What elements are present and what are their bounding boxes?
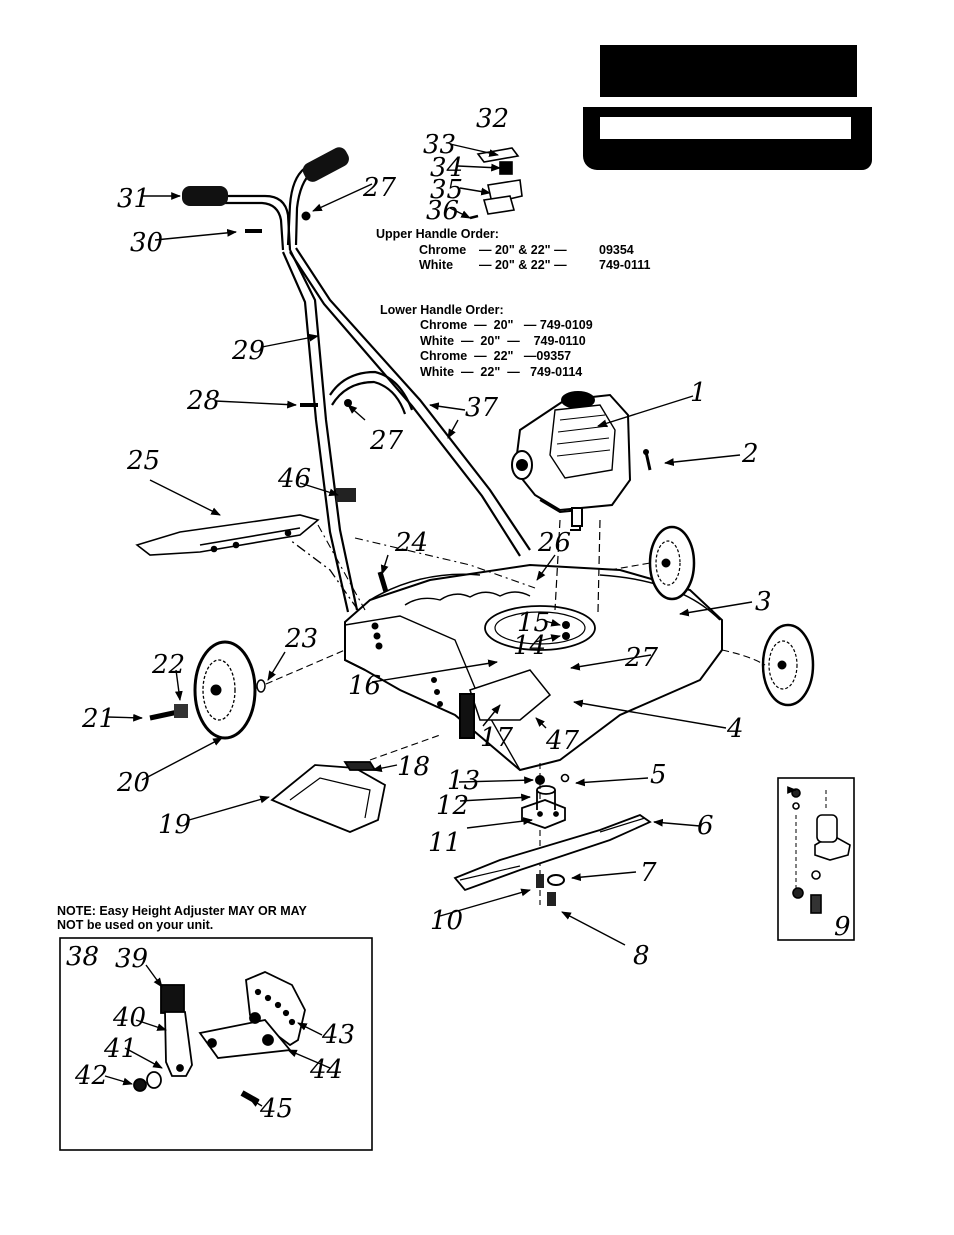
label-27-mid: 27	[370, 426, 404, 456]
label-17: 17	[480, 723, 514, 753]
left-grip	[182, 186, 228, 206]
engine	[511, 391, 632, 531]
header-title-bar	[600, 45, 857, 97]
label-2: 2	[742, 439, 759, 469]
nut-27-upper	[301, 211, 311, 221]
label-30: 30	[130, 228, 164, 258]
leader-arrows	[104, 143, 797, 1107]
bolt-21	[149, 709, 179, 721]
spring-24	[377, 571, 389, 593]
label-7: 7	[640, 858, 657, 888]
label-15: 15	[517, 608, 551, 638]
rear-deflector-25	[135, 514, 320, 556]
upper-handle-heading: Upper Handle Order:	[376, 227, 499, 241]
label-40: 40	[113, 1003, 147, 1033]
label-32: 32	[476, 104, 510, 134]
blade	[453, 813, 652, 892]
lower-handle-line-1: Chrome — 20" — 749-0109	[420, 318, 593, 332]
label-37: 37	[465, 393, 499, 423]
label-5: 5	[650, 760, 667, 790]
label-39: 39	[115, 944, 149, 974]
front-deflector-19	[270, 761, 387, 833]
upper-handle-chrome-size: — 20" & 22" —	[479, 242, 567, 257]
note-height-adjuster: NOTE: Easy Height Adjuster MAY OR MAY NO…	[57, 904, 307, 932]
label-1: 1	[690, 378, 707, 408]
label-3: 3	[755, 587, 772, 617]
label-8: 8	[633, 941, 650, 971]
label-47: 47	[546, 726, 580, 756]
header-subtitle-inner	[600, 117, 851, 139]
label-25: 25	[127, 446, 161, 476]
label-46: 46	[278, 464, 312, 494]
label-28: 28	[187, 386, 221, 416]
front-wheel	[193, 640, 257, 740]
mower-deck	[344, 563, 723, 772]
label-26: 26	[538, 528, 572, 558]
rear-wheel-upper	[648, 525, 696, 601]
upper-handle-white-size: — 20" & 22" —	[479, 258, 567, 272]
upper-handle-chrome-part: 09354	[599, 242, 634, 257]
washer-23	[256, 679, 266, 693]
label-16: 16	[348, 671, 382, 701]
inset-box-9	[777, 777, 855, 941]
height-adjuster-parts	[133, 971, 306, 1105]
lower-handle-heading: Lower Handle Order:	[380, 303, 504, 317]
label-6: 6	[697, 811, 714, 841]
label-27-upper: 27	[363, 173, 397, 203]
upper-handle-white-part: 749-0111	[599, 258, 651, 272]
bolt-8	[547, 892, 556, 906]
label-38: 38	[66, 942, 100, 972]
label-19: 19	[158, 810, 192, 840]
throttle-control-kit	[469, 147, 523, 220]
label-34: 34	[430, 153, 464, 183]
lower-handle-order: Lower Handle Order: Chrome — 20" — 749-0…	[380, 303, 640, 383]
blade-adapter	[521, 785, 566, 829]
label-13: 13	[447, 766, 481, 796]
label-36: 36	[426, 196, 460, 226]
label-11: 11	[428, 828, 462, 858]
lower-handle-line-2: White — 20" — 749-0110	[420, 334, 586, 348]
engine-bolt-2	[644, 451, 652, 471]
label-29: 29	[232, 336, 266, 366]
header-subtitle-box	[583, 107, 872, 170]
label-31: 31	[117, 184, 151, 214]
label-45: 45	[260, 1094, 294, 1124]
clip-46	[336, 488, 356, 502]
label-20: 20	[117, 768, 151, 798]
label-12: 12	[436, 791, 470, 821]
label-22: 22	[152, 650, 186, 680]
label-4: 4	[727, 714, 744, 744]
washer-7	[547, 874, 565, 886]
inset-9-parts	[791, 788, 851, 914]
label-33: 33	[423, 130, 457, 160]
label-42: 42	[75, 1061, 109, 1091]
label-23: 23	[285, 624, 319, 654]
spacer-22	[174, 704, 188, 718]
label-24: 24	[395, 528, 429, 558]
lower-handle-line-3: Chrome — 22" —09357	[420, 349, 572, 363]
inset-box-38	[59, 937, 373, 1151]
rear-wheel-lower	[761, 623, 815, 707]
note-line-1: NOTE: Easy Height Adjuster MAY OR MAY	[57, 904, 307, 918]
note-line-2: NOT be used on your unit.	[57, 918, 214, 932]
label-41: 41	[104, 1034, 138, 1064]
label-43: 43	[322, 1020, 356, 1050]
label-21: 21	[82, 704, 116, 734]
label-10: 10	[430, 906, 464, 936]
label-9: 9	[834, 912, 851, 942]
label-14: 14	[513, 631, 547, 661]
label-44: 44	[310, 1055, 344, 1085]
upper-handle-chrome: Chrome	[419, 242, 467, 257]
label-35: 35	[430, 175, 464, 205]
upper-handle-order: Upper Handle Order: Chrome — 20" & 22" —…	[376, 227, 650, 274]
label-27-deck: 27	[625, 643, 659, 673]
label-18: 18	[397, 752, 431, 782]
right-grip	[302, 147, 349, 182]
lower-handle-line-4: White — 22" — 749-0114	[420, 365, 583, 379]
bolt-10	[536, 874, 544, 888]
upper-handle-white: White	[419, 258, 454, 272]
